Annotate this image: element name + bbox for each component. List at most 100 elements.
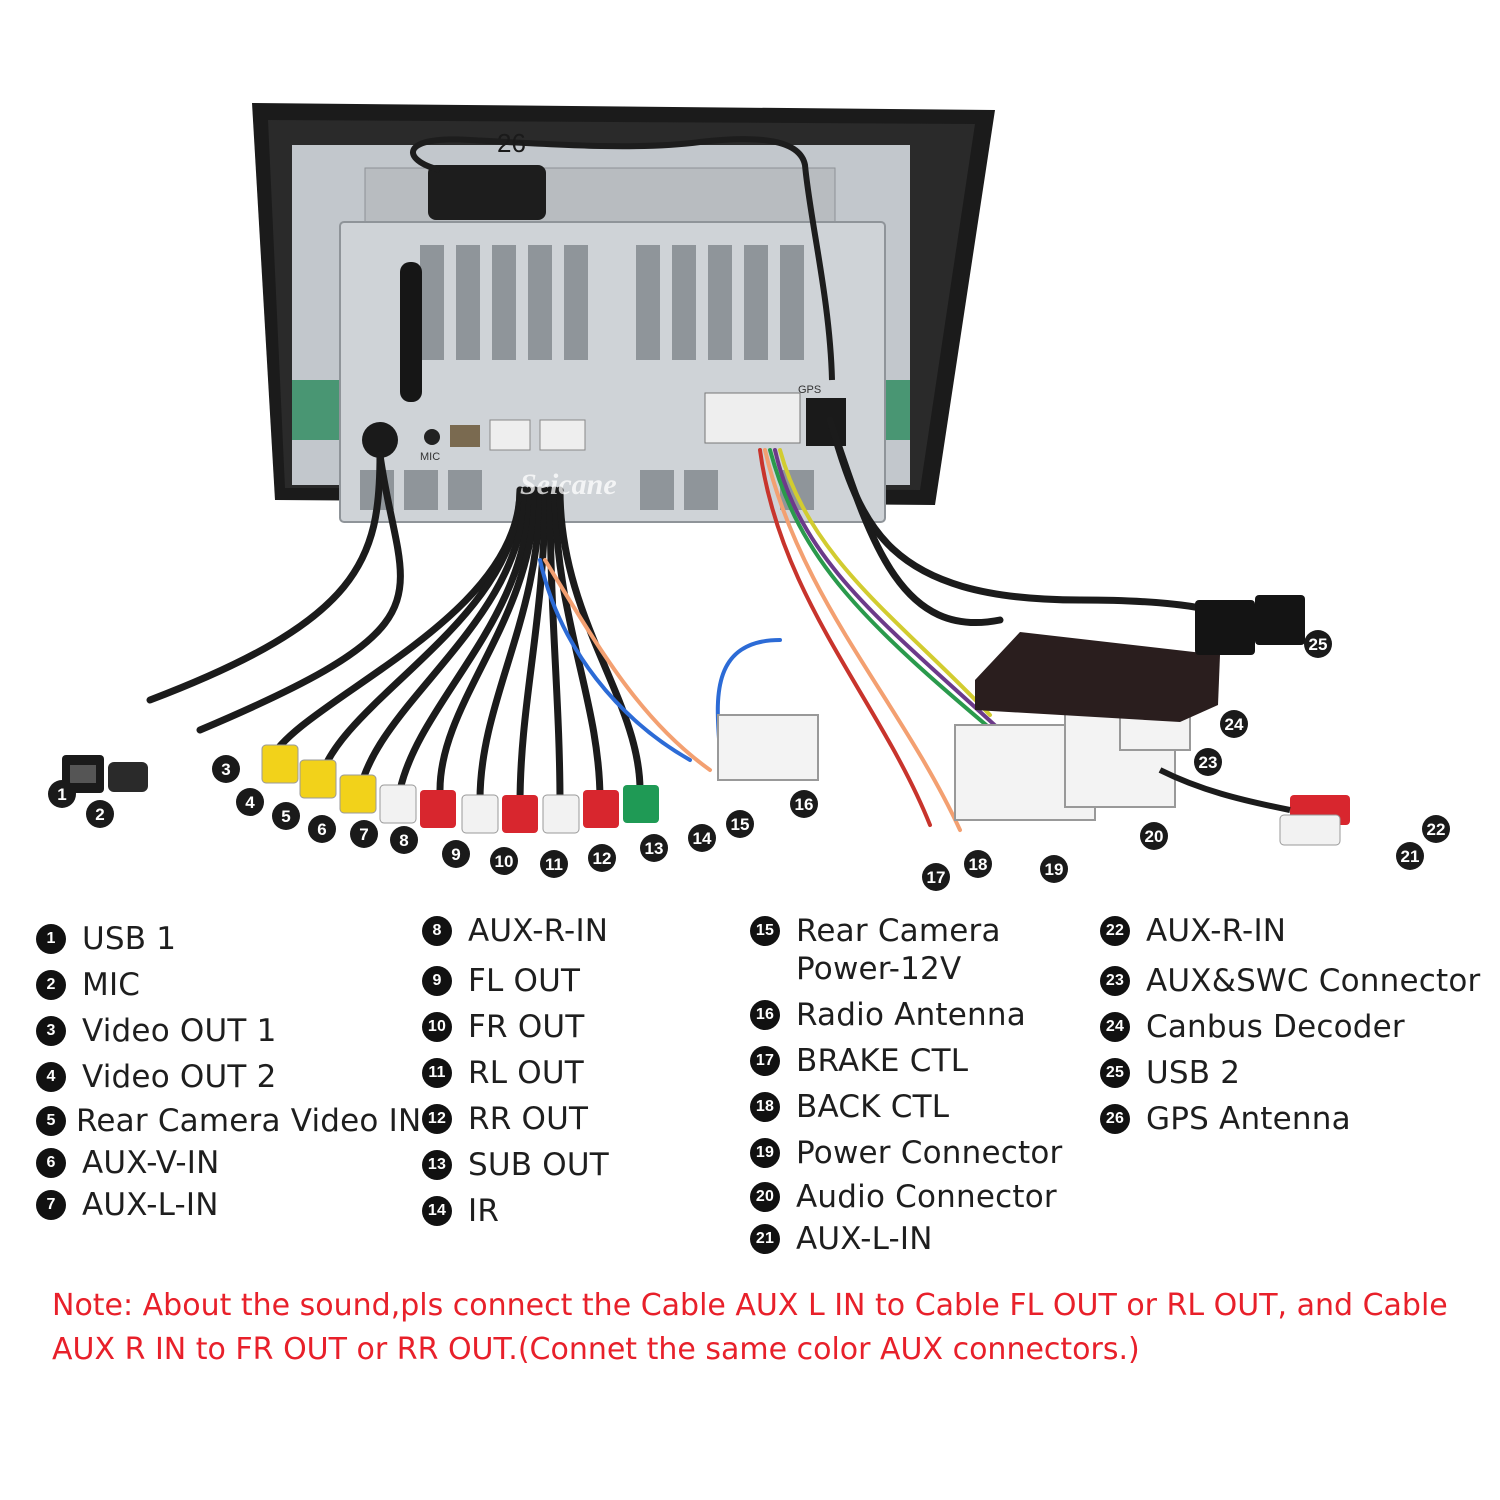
callout-8: 8 bbox=[390, 826, 418, 854]
legend-item-3: 3 Video OUT 1 bbox=[36, 1012, 421, 1050]
sound-connection-note: Note: About the sound,pls connect the Ca… bbox=[52, 1288, 1448, 1367]
legend-badge: 10 bbox=[422, 1012, 452, 1042]
legend-label: MIC bbox=[82, 967, 141, 1003]
callout-1: 1 bbox=[48, 780, 76, 808]
legend-label: Audio Connector bbox=[796, 1179, 1057, 1215]
legend-badge: 26 bbox=[1100, 1104, 1130, 1134]
legend-label: USB 1 bbox=[82, 921, 177, 957]
legend-badge: 13 bbox=[422, 1150, 452, 1180]
legend-label: USB 2 bbox=[1146, 1055, 1241, 1091]
callout-4: 4 bbox=[236, 788, 264, 816]
legend-badge: 18 bbox=[750, 1092, 780, 1122]
legend-item-7: 7 AUX-L-IN bbox=[36, 1186, 421, 1224]
legend-label: BACK CTL bbox=[796, 1089, 950, 1125]
legend-item-17: 17 BRAKE CTL bbox=[750, 1042, 1062, 1080]
brand-watermark: Seicane bbox=[520, 468, 617, 501]
white-connectors bbox=[717, 699, 1191, 821]
legend-item-19: 19 Power Connector bbox=[750, 1134, 1062, 1172]
callout-9: 9 bbox=[442, 840, 470, 868]
legend-item-6: 6 AUX-V-IN bbox=[36, 1144, 421, 1182]
legend-badge: 24 bbox=[1100, 1012, 1130, 1042]
legend-badge: 1 bbox=[36, 924, 66, 954]
callout-3: 3 bbox=[212, 755, 240, 783]
legend-badge: 7 bbox=[36, 1190, 66, 1220]
legend-label: Video OUT 2 bbox=[82, 1059, 277, 1095]
legend-label: AUX-V-IN bbox=[82, 1145, 220, 1181]
callout-19: 19 bbox=[1040, 855, 1068, 883]
legend-label: Video OUT 1 bbox=[82, 1013, 277, 1049]
legend-item-20: 20 Audio Connector bbox=[750, 1178, 1062, 1216]
callout-11: 11 bbox=[540, 850, 568, 878]
legend-label: AUX-L-IN bbox=[82, 1187, 219, 1223]
callout-15: 15 bbox=[726, 810, 754, 838]
callout-21: 21 bbox=[1396, 842, 1424, 870]
legend-badge: 19 bbox=[750, 1138, 780, 1168]
legend-badge: 25 bbox=[1100, 1058, 1130, 1088]
legend-label: AUX-L-IN bbox=[796, 1221, 933, 1257]
legend-item-12: 12 RR OUT bbox=[422, 1100, 609, 1138]
usb2-plugs bbox=[1195, 595, 1305, 655]
radio-unit-illustration bbox=[62, 103, 1350, 846]
callout-26: 26 bbox=[497, 128, 526, 158]
callout-22: 22 bbox=[1422, 815, 1450, 843]
gps-antenna bbox=[410, 136, 835, 381]
cooling-slots bbox=[360, 245, 814, 510]
legend-item-11: 11 RL OUT bbox=[422, 1054, 609, 1092]
callout-10: 10 bbox=[490, 847, 518, 875]
legend-label: BRAKE CTL bbox=[796, 1043, 969, 1079]
legend-item-21: 21 AUX-L-IN bbox=[750, 1220, 1062, 1258]
callout-2: 2 bbox=[86, 800, 114, 828]
chassis-connectors bbox=[362, 392, 846, 458]
legend-label: Power Connector bbox=[796, 1135, 1063, 1171]
legend-item-2: 2 MIC bbox=[36, 966, 421, 1004]
callout-23: 23 bbox=[1194, 748, 1222, 776]
legend-badge: 20 bbox=[750, 1182, 780, 1212]
legend-badge: 9 bbox=[422, 966, 452, 996]
legend-badge: 2 bbox=[36, 970, 66, 1000]
legend-label: AUX&SWC Connector bbox=[1146, 963, 1481, 999]
legend-badge: 15 bbox=[750, 916, 780, 946]
colored-wires bbox=[538, 448, 1012, 832]
callout-7: 7 bbox=[350, 820, 378, 848]
callout-5: 5 bbox=[272, 802, 300, 830]
callout-16: 16 bbox=[790, 790, 818, 818]
callout-20: 20 bbox=[1140, 822, 1168, 850]
legend-badge: 8 bbox=[422, 916, 452, 946]
legend-label: SUB OUT bbox=[468, 1147, 609, 1183]
callout-18: 18 bbox=[964, 850, 992, 878]
legend-item-25: 25 USB 2 bbox=[1100, 1054, 1480, 1092]
legend-label: FR OUT bbox=[468, 1009, 585, 1045]
legend-badge: 22 bbox=[1100, 916, 1130, 946]
legend-badge: 3 bbox=[36, 1016, 66, 1046]
legend-badge: 21 bbox=[750, 1224, 780, 1254]
legend-badge: 6 bbox=[36, 1148, 66, 1178]
legend-label: FL OUT bbox=[468, 963, 581, 999]
callout-24: 24 bbox=[1220, 710, 1248, 738]
callout-25: 25 bbox=[1304, 630, 1332, 658]
legend-item-1: 1 USB 1 bbox=[36, 920, 421, 958]
callout-17: 17 bbox=[922, 863, 950, 891]
legend-badge: 11 bbox=[422, 1058, 452, 1088]
legend-label: RL OUT bbox=[468, 1055, 584, 1091]
wifi-antenna bbox=[400, 262, 422, 402]
legend-badge: 17 bbox=[750, 1046, 780, 1076]
callout-13: 13 bbox=[640, 834, 668, 862]
legend-badge: 12 bbox=[422, 1104, 452, 1134]
legend-badge: 5 bbox=[36, 1106, 66, 1136]
legend-item-9: 9 FL OUT bbox=[422, 962, 609, 1000]
legend-item-13: 13 SUB OUT bbox=[422, 1146, 609, 1184]
legend-label: RR OUT bbox=[468, 1101, 589, 1137]
legend-label: Radio Antenna bbox=[796, 997, 1026, 1033]
legend-badge: 16 bbox=[750, 1000, 780, 1030]
mic-label: MIC bbox=[420, 451, 441, 463]
